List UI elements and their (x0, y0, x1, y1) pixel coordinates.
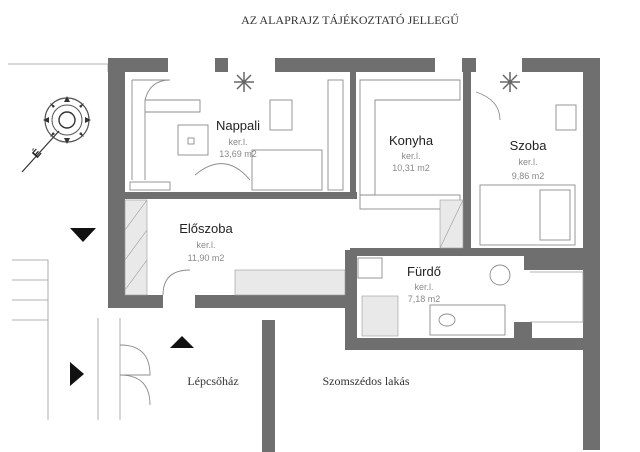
room-szoba: Szoba ker.l. 9,86 m2 (510, 138, 548, 181)
svg-text:11,90 m2: 11,90 m2 (188, 253, 225, 263)
bedroom-furniture (475, 72, 577, 246)
neighbor-label: Szomszédos lakás (323, 374, 410, 388)
svg-text:ker.l.: ker.l. (196, 240, 215, 250)
living-room-furniture (129, 72, 344, 191)
svg-text:7,18 m2: 7,18 m2 (408, 294, 441, 304)
room-nappali: Nappali ker.l. 13,69 m2 (216, 118, 260, 159)
svg-text:10,31 m2: 10,31 m2 (392, 163, 430, 173)
walls (108, 58, 600, 452)
room-furdo: Fürdő ker.l. 7,18 m2 (407, 264, 441, 304)
stairwell-elements (12, 228, 584, 420)
svg-text:ker.l.: ker.l. (518, 157, 537, 167)
arrow-right-icon (70, 362, 84, 386)
compass-icon: É (21, 96, 91, 173)
svg-text:Konyha: Konyha (389, 133, 434, 148)
room-eloszoba: Előszoba ker.l. 11,90 m2 (179, 221, 233, 263)
svg-text:ker.l.: ker.l. (228, 137, 247, 147)
plan-title: AZ ALAPRAJZ TÁJÉKOZTATÓ JELLEGŰ (241, 13, 459, 27)
bathroom-furniture (357, 257, 511, 337)
arrow-down-icon (70, 228, 96, 242)
svg-text:Előszoba: Előszoba (179, 221, 233, 236)
kitchen-furniture (359, 79, 464, 249)
svg-text:Fürdő: Fürdő (407, 264, 441, 279)
svg-text:ker.l.: ker.l. (401, 151, 420, 161)
arrow-up-icon (170, 336, 194, 348)
room-konyha: Konyha ker.l. 10,31 m2 (389, 133, 434, 173)
svg-text:Nappali: Nappali (216, 118, 260, 133)
svg-text:ker.l.: ker.l. (414, 282, 433, 292)
compass-label: É (30, 147, 45, 161)
svg-text:13,69 m2: 13,69 m2 (219, 149, 257, 159)
svg-text:Szoba: Szoba (510, 138, 548, 153)
svg-text:9,86 m2: 9,86 m2 (512, 171, 545, 181)
stairwell-label: Lépcsőház (187, 374, 238, 388)
hall-furniture (124, 199, 346, 296)
